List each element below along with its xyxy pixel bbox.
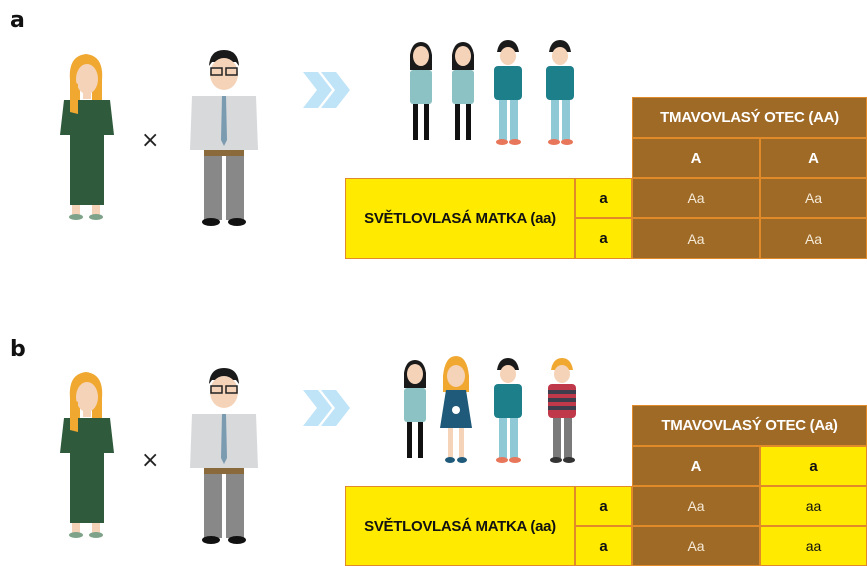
father-allele: A: [760, 138, 867, 178]
mother-allele: a: [575, 218, 632, 259]
genotype-cell: Aa: [632, 526, 760, 566]
arrow-icon: [303, 72, 350, 108]
child-girl-dark: [410, 42, 432, 140]
panel-label: b: [10, 337, 26, 362]
mother-header: SVĚTLOVLASÁ MATKA (aa): [345, 178, 575, 259]
child-girl-dark: [452, 42, 474, 140]
genotype-cell: aa: [760, 486, 867, 526]
child-boy-dark: [494, 358, 522, 463]
cross-symbol: ×: [141, 128, 160, 153]
panel-label: a: [10, 8, 25, 33]
genotype-cell: Aa: [632, 218, 760, 259]
child-girl-blonde: [440, 356, 472, 463]
father-allele: A: [632, 138, 760, 178]
father-allele: A: [632, 446, 760, 486]
genotype-cell: Aa: [632, 178, 760, 218]
figures-a: [60, 40, 574, 226]
genotype-cell: Aa: [760, 178, 867, 218]
panel-a: a: [10, 8, 867, 259]
genotype-cell: Aa: [760, 218, 867, 259]
mother-allele: a: [575, 178, 632, 218]
arrow-icon: [303, 390, 350, 426]
figures-b: [60, 356, 576, 544]
father-figure: [190, 50, 258, 226]
child-boy-blonde: [548, 358, 576, 463]
child-boy-dark: [546, 40, 574, 145]
father-header: TMAVOVLASÝ OTEC (Aa): [632, 405, 867, 446]
father-allele: a: [760, 446, 867, 486]
mother-allele: a: [575, 486, 632, 526]
mother-figure: [60, 54, 114, 220]
genotype-cell: Aa: [632, 486, 760, 526]
genotype-cell: aa: [760, 526, 867, 566]
father-header: TMAVOVLASÝ OTEC (AA): [632, 97, 867, 138]
mother-figure: [60, 372, 114, 538]
panel-b: b: [0, 283, 867, 566]
child-boy-dark: [494, 40, 522, 145]
mother-header: SVĚTLOVLASÁ MATKA (aa): [345, 486, 575, 566]
mother-allele: a: [575, 526, 632, 566]
child-girl-dark: [404, 360, 426, 458]
father-figure: [190, 368, 258, 544]
cross-symbol: ×: [141, 448, 160, 473]
